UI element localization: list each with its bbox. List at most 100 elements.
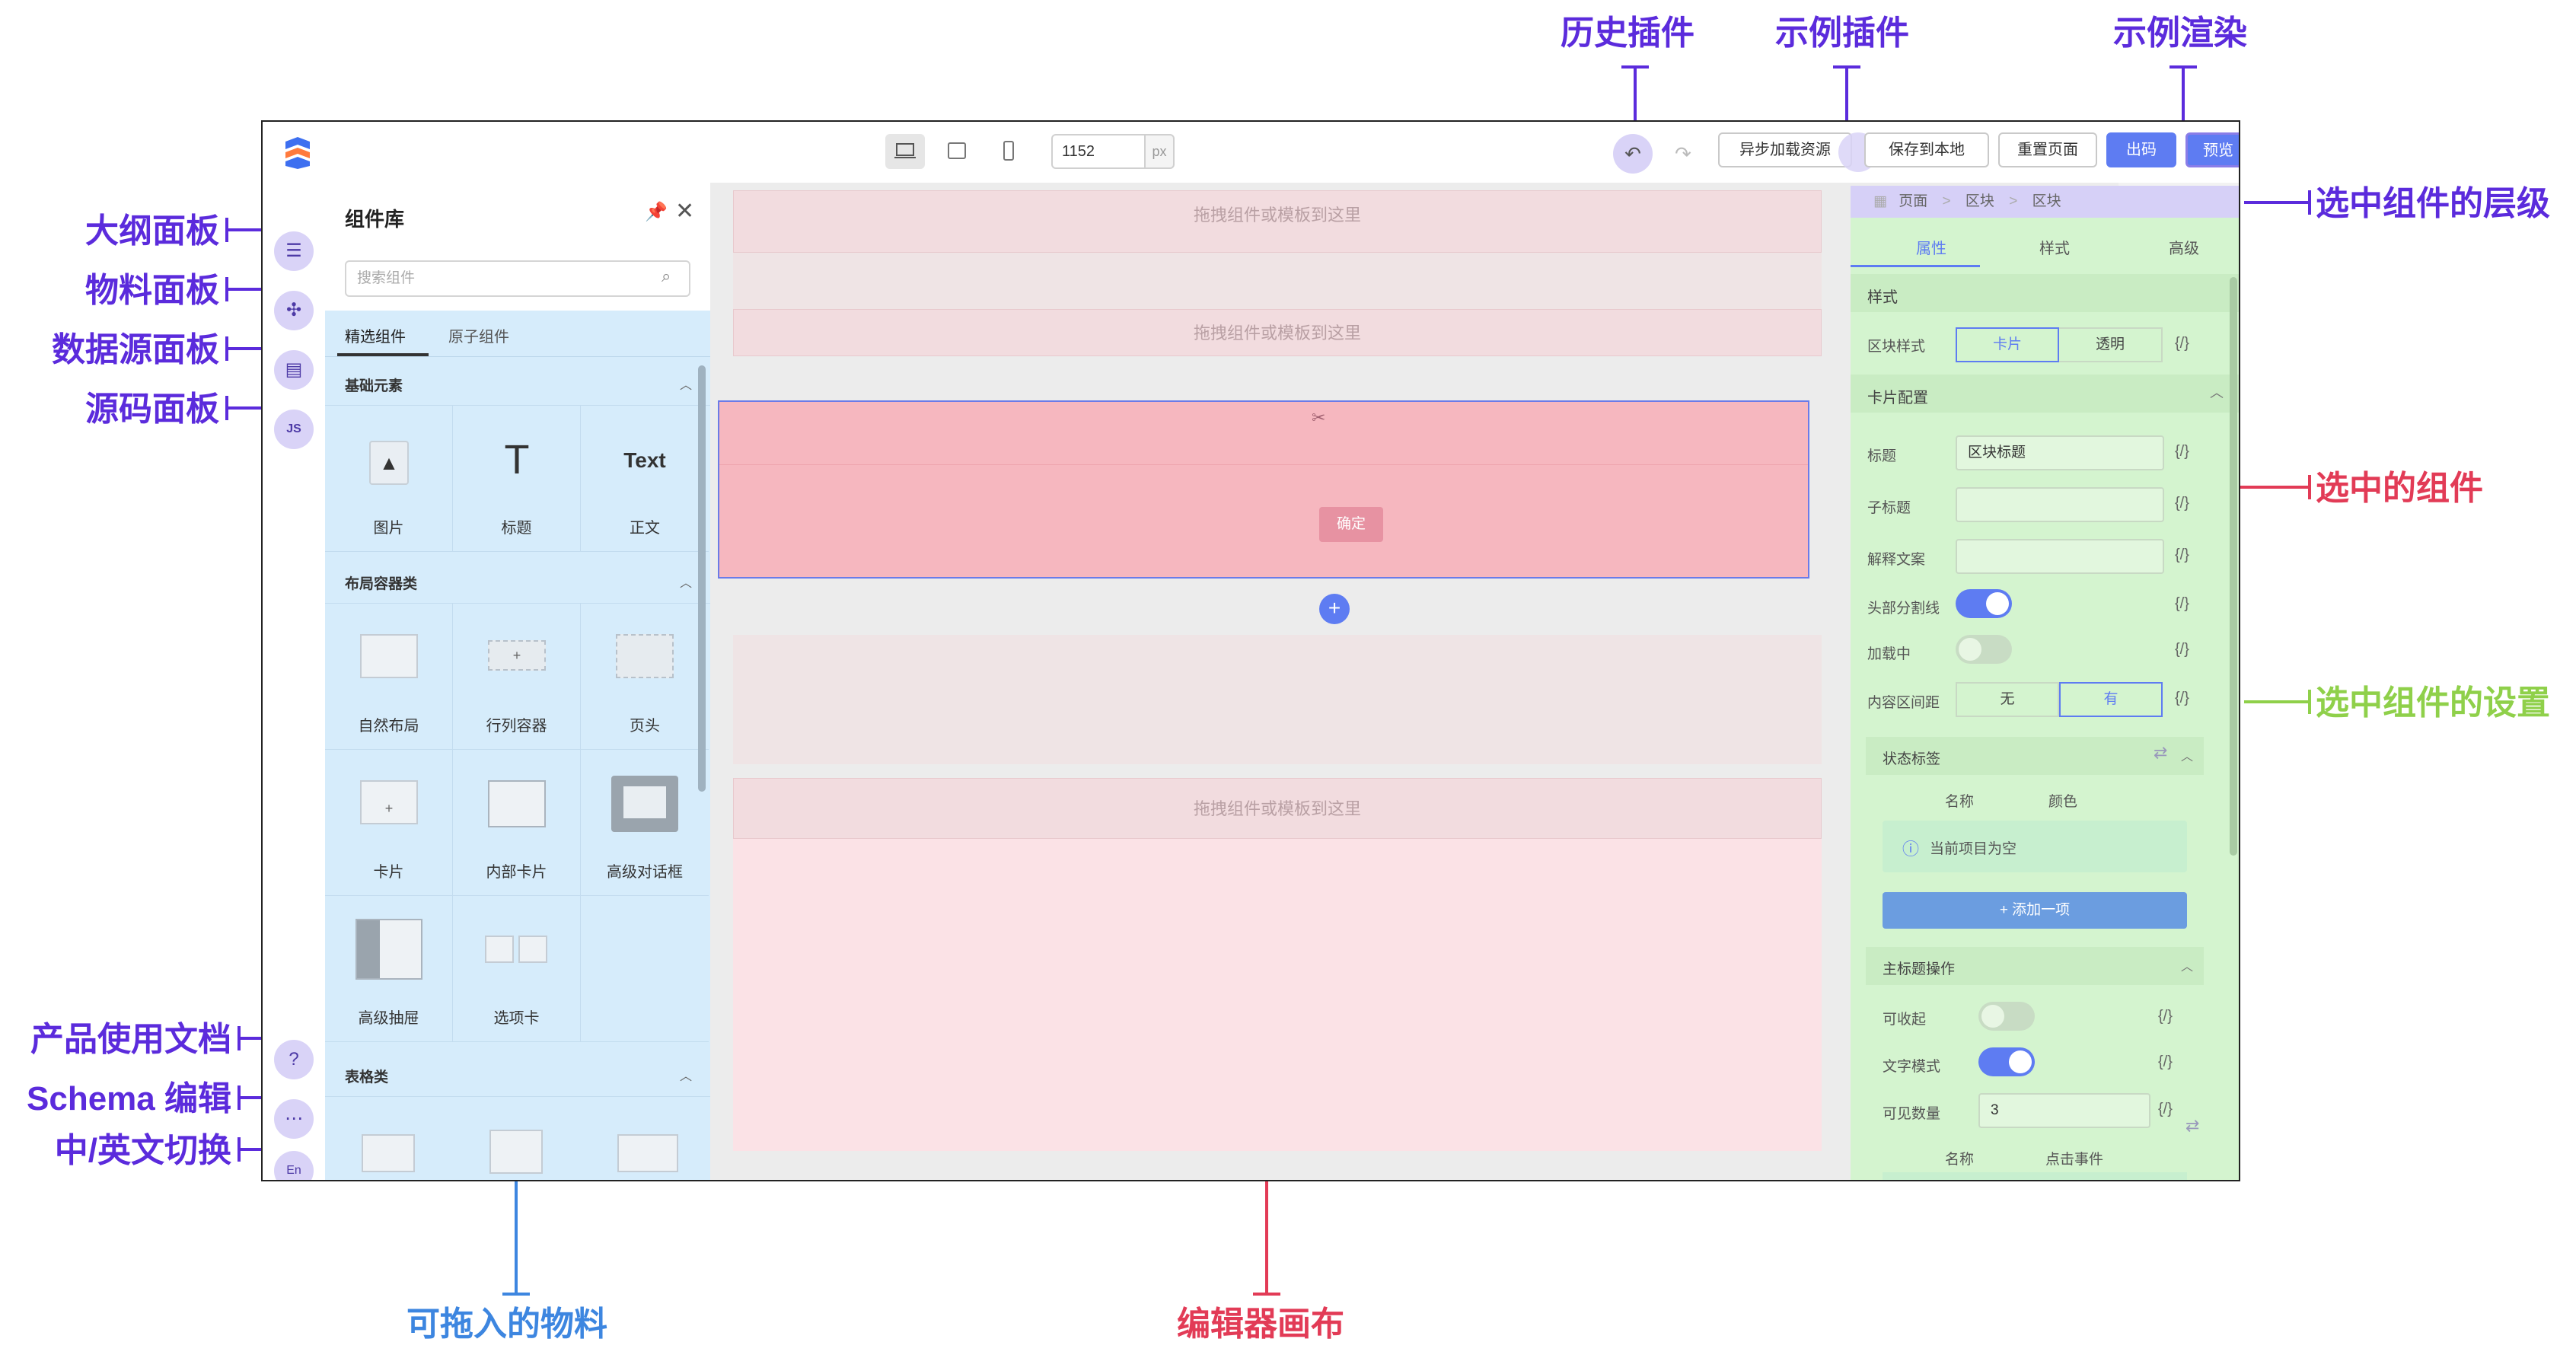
tab-style[interactable]: 样式: [2039, 241, 2070, 257]
add-item-button[interactable]: + 添加一项: [1883, 892, 2187, 929]
logo-icon: [282, 135, 313, 169]
main-title-ops-section: [1866, 947, 2204, 985]
subtitle-input[interactable]: [1956, 487, 2164, 522]
selected-block[interactable]: [718, 400, 1809, 579]
mobile-view-icon[interactable]: [989, 134, 1028, 169]
chevron-up-icon[interactable]: ︿: [679, 577, 692, 590]
column-color: 颜色: [2048, 794, 2078, 810]
chevron-up-icon[interactable]: ︿: [2181, 961, 2194, 974]
reset-page-button[interactable]: 重置页面: [1998, 132, 2097, 167]
drag-handle-icon[interactable]: ✂: [1312, 408, 1326, 427]
column-name: 名称: [1945, 794, 1975, 810]
panel-scrollbar[interactable]: [698, 365, 706, 792]
material-advanced-dialog[interactable]: 高级对话框: [581, 750, 709, 896]
expression-toggle[interactable]: {/}: [2158, 1054, 2173, 1070]
material-title[interactable]: T 标题: [453, 406, 581, 552]
language-icon[interactable]: En: [274, 1151, 314, 1180]
table-drag-icon[interactable]: [489, 1130, 543, 1174]
title-input[interactable]: 区块标题: [1956, 435, 2164, 470]
switch-icon[interactable]: ⇄: [2185, 1116, 2200, 1135]
material-row-col-container[interactable]: + 行列容器: [453, 604, 581, 750]
collapsible-toggle[interactable]: [1978, 1002, 2035, 1031]
export-code-button[interactable]: 出码: [2106, 132, 2176, 167]
annotation-editor-canvas: 编辑器画布: [1177, 1305, 1344, 1343]
content-gap-yes-option[interactable]: 有: [2059, 682, 2163, 717]
expression-toggle[interactable]: {/}: [2175, 641, 2189, 658]
switch-icon[interactable]: ⇄: [2154, 743, 2168, 762]
material-panel-icon[interactable]: ✣: [274, 291, 314, 330]
content-gap-none-option[interactable]: 无: [1956, 682, 2059, 717]
add-component-button[interactable]: +: [1319, 594, 1350, 624]
material-image[interactable]: ▲ 图片: [325, 406, 453, 552]
chevron-up-icon[interactable]: ︿: [2181, 751, 2194, 763]
source-panel-icon[interactable]: JS: [274, 410, 314, 449]
datasource-panel-icon[interactable]: ▤: [274, 350, 314, 390]
loading-label: 加载中: [1867, 646, 1911, 662]
description-input[interactable]: [1956, 539, 2164, 574]
drop-zone[interactable]: 拖拽组件或模板到这里: [733, 309, 1822, 356]
expression-toggle[interactable]: {/}: [2158, 1101, 2173, 1117]
redo-icon[interactable]: ↷: [1675, 142, 1691, 165]
breadcrumb-page[interactable]: 页面: [1899, 193, 1928, 209]
text-icon: Text: [623, 448, 666, 472]
search-input[interactable]: 搜索组件: [345, 260, 690, 297]
visible-count-input[interactable]: 3: [1978, 1093, 2150, 1128]
image-icon: ▲: [369, 441, 409, 485]
chevron-up-icon[interactable]: ︿: [2210, 385, 2224, 400]
expression-toggle[interactable]: {/}: [2175, 547, 2189, 563]
material-tabs[interactable]: 选项卡: [453, 896, 581, 1042]
help-icon[interactable]: ?: [274, 1040, 314, 1079]
canvas-width-input[interactable]: 1152: [1051, 134, 1146, 169]
save-local-button[interactable]: 保存到本地: [1864, 132, 1989, 167]
tablet-view-icon[interactable]: [937, 134, 977, 169]
close-icon[interactable]: ✕: [675, 199, 695, 224]
tab-atomic[interactable]: 原子组件: [448, 329, 509, 346]
annotation-schema-edit: Schema 编辑: [27, 1080, 231, 1117]
block-style-transparent-option[interactable]: 透明: [2059, 327, 2163, 362]
expression-toggle[interactable]: {/}: [2175, 495, 2189, 512]
material-natural-layout[interactable]: 自然布局: [325, 604, 453, 750]
more-icon[interactable]: ⋯: [274, 1099, 314, 1139]
material-page-header[interactable]: 页头: [581, 604, 709, 750]
settings-scrollbar[interactable]: [2230, 277, 2237, 856]
breadcrumb-block-parent[interactable]: 区块: [1965, 193, 1994, 209]
description-label: 解释文案: [1867, 552, 1926, 568]
drop-zone[interactable]: 拖拽组件或模板到这里: [733, 778, 1822, 839]
block-style-card-option[interactable]: 卡片: [1956, 327, 2059, 362]
drop-zone[interactable]: 拖拽组件或模板到这里: [733, 190, 1822, 253]
material-inner-card[interactable]: 内部卡片: [453, 750, 581, 896]
async-load-button[interactable]: 异步加载资源: [1718, 132, 1852, 167]
loading-toggle[interactable]: [1956, 635, 2012, 664]
material-card[interactable]: + 卡片: [325, 750, 453, 896]
outline-panel-icon[interactable]: ☰: [274, 231, 314, 271]
tab-featured[interactable]: 精选组件: [345, 329, 406, 346]
desktop-view-icon[interactable]: [885, 134, 925, 169]
pin-icon[interactable]: 📌: [645, 202, 668, 222]
expression-toggle[interactable]: {/}: [2175, 443, 2189, 460]
section-basic-elements[interactable]: 基础元素: [345, 378, 403, 394]
text-mode-toggle[interactable]: [1978, 1047, 2035, 1076]
chevron-up-icon[interactable]: ︿: [679, 379, 692, 392]
layout-icon: [360, 634, 418, 678]
undo-icon[interactable]: ↶: [1613, 134, 1653, 174]
confirm-button[interactable]: 确定: [1319, 507, 1383, 542]
expression-toggle[interactable]: {/}: [2158, 1008, 2173, 1025]
expression-toggle[interactable]: {/}: [2175, 690, 2189, 706]
breadcrumb-block-current[interactable]: 区块: [2032, 193, 2061, 209]
preview-button[interactable]: 预览: [2185, 132, 2239, 167]
section-table[interactable]: 表格类: [345, 1070, 389, 1085]
chevron-up-icon[interactable]: ︿: [679, 1070, 692, 1083]
annotation-outline-panel: 大纲面板: [85, 212, 219, 250]
empty-page-area[interactable]: [733, 839, 1822, 1151]
tab-advanced[interactable]: 高级: [2169, 241, 2199, 257]
section-layout[interactable]: 布局容器类: [345, 576, 418, 592]
header-divider-toggle[interactable]: [1956, 589, 2012, 618]
column-name: 名称: [1945, 1152, 1975, 1168]
component-library-panel: 组件库 📌 ✕ 搜索组件 ⌕ 精选组件 原子组件 基础元素 ︿ ▲ 图片 T 标…: [325, 183, 710, 1180]
expression-toggle[interactable]: {/}: [2175, 335, 2189, 352]
annotation-source-panel: 源码面板: [85, 391, 219, 428]
expression-toggle[interactable]: {/}: [2175, 595, 2189, 612]
tab-properties[interactable]: 属性: [1916, 241, 1946, 257]
material-advanced-drawer[interactable]: 高级抽屉: [325, 896, 453, 1042]
material-text[interactable]: Text 正文: [581, 406, 709, 552]
